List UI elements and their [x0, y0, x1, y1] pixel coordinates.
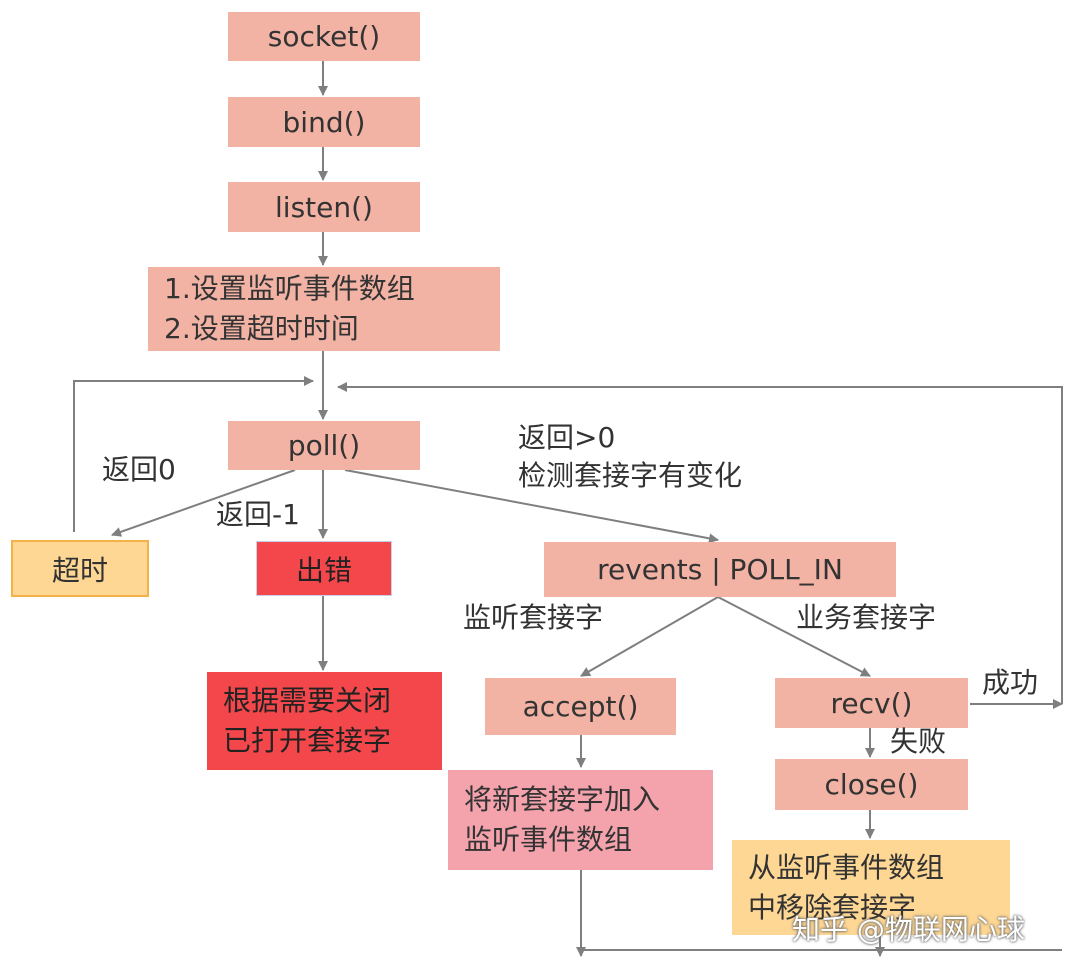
recv-box: recv() [775, 678, 968, 728]
add-new-socket-box: 将新套接字加入 监听事件数组 [448, 770, 713, 870]
socket-box: socket() [228, 12, 420, 61]
setup-box: 1.设置监听事件数组 2.设置超时时间 [148, 267, 500, 351]
setup-line-2: 2.设置超时时间 [164, 312, 359, 345]
arrow-poll-to-revents [344, 469, 719, 544]
label-return-positive-line-1: 返回>0 [518, 421, 616, 454]
add-new-line-1: 将新套接字加入 [464, 783, 661, 816]
arrow-revents-to-accept [580, 596, 719, 677]
label-return-zero: 返回0 [102, 453, 176, 486]
timeout-box: 超时 [11, 540, 149, 597]
label-return-positive-line-2: 检测套接字有变化 [518, 459, 743, 492]
arrow-revents-to-recv [717, 596, 871, 677]
error-box: 出错 [256, 541, 392, 596]
setup-line-1: 1.设置监听事件数组 [164, 272, 415, 305]
close-opened-line-2: 已打开套接字 [223, 724, 392, 757]
loop-timeout-to-poll [73, 376, 314, 532]
add-new-line-2: 监听事件数组 [464, 823, 633, 856]
accept-box: accept() [485, 678, 676, 735]
listen-box: listen() [228, 182, 420, 232]
remove-line-2: 中移除套接字 [748, 890, 917, 924]
label-success: 成功 [982, 666, 1039, 699]
watermark: 知乎 @物联网心球 [792, 913, 1025, 946]
label-listen-socket: 监听套接字 [463, 601, 604, 634]
close-opened-box: 根据需要关闭 已打开套接字 [207, 672, 442, 770]
label-business-socket: 业务套接字 [796, 601, 937, 634]
remove-socket-box: 从监听事件数组 中移除套接字 [732, 840, 1010, 935]
close-box: close() [775, 759, 968, 810]
bind-box: bind() [228, 97, 420, 147]
remove-line-1: 从监听事件数组 [748, 850, 945, 884]
label-return-minus-one: 返回-1 [216, 498, 300, 531]
loop-back-to-poll [337, 382, 1063, 704]
revents-box: revents | POLL_IN [544, 542, 896, 597]
arrow-poll-to-timeout [111, 469, 296, 537]
poll-box: poll() [228, 421, 420, 470]
close-opened-line-1: 根据需要关闭 [223, 684, 392, 717]
label-failure: 失败 [890, 725, 947, 758]
